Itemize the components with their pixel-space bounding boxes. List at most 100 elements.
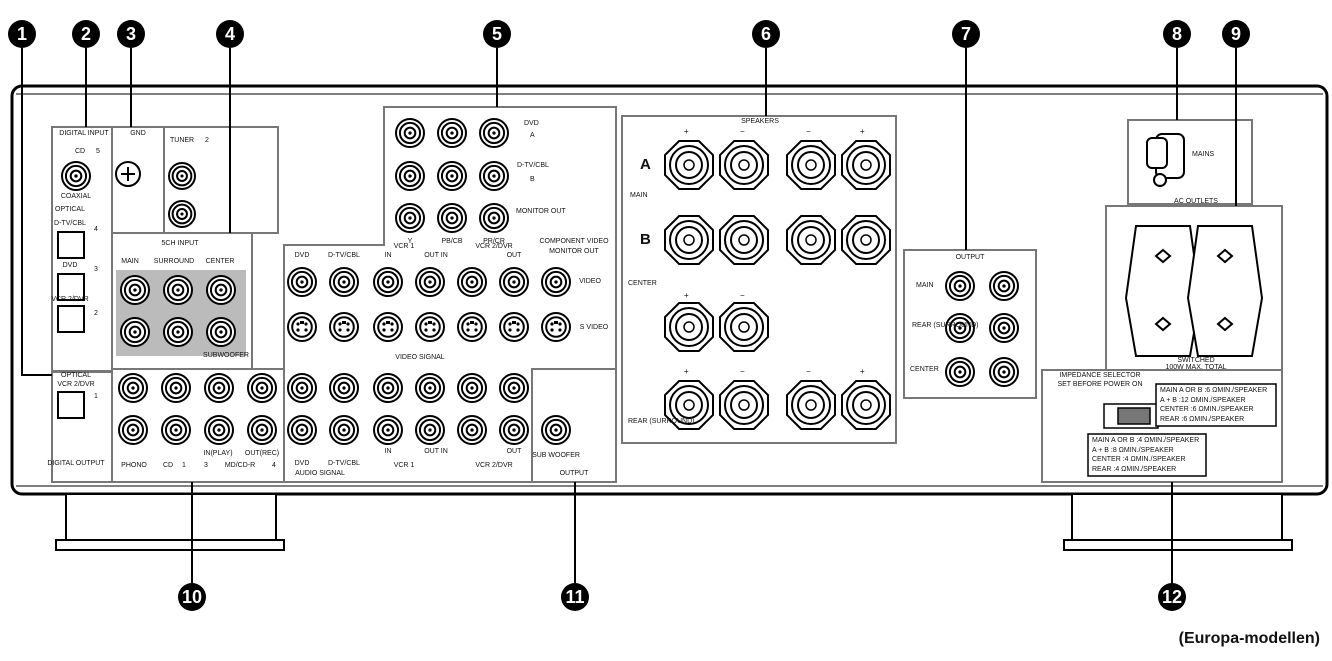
- preout-jack[interactable]: [945, 357, 975, 387]
- panel-label: OUT: [506, 252, 522, 259]
- audio-input-jack[interactable]: [247, 373, 277, 403]
- input-5ch-jack[interactable]: [120, 275, 150, 305]
- audio-input-jack[interactable]: [161, 373, 191, 403]
- s-video-jack[interactable]: [287, 312, 317, 342]
- speaker-terminal[interactable]: [719, 380, 769, 430]
- speaker-terminal[interactable]: [719, 302, 769, 352]
- coaxial-jack[interactable]: [61, 161, 91, 191]
- component-video-title: COMPONENT VIDEO: [539, 238, 609, 245]
- input-5ch-jack[interactable]: [120, 317, 150, 347]
- panel-label: 4: [94, 226, 98, 233]
- audio-signal-jack[interactable]: [499, 373, 529, 403]
- component-video-jack[interactable]: [395, 203, 425, 233]
- audio-signal-jack[interactable]: [457, 373, 487, 403]
- component-video-jack[interactable]: [479, 161, 509, 191]
- impedance-title: IMPEDANCE SELECTOR: [1059, 372, 1141, 379]
- speaker-terminal[interactable]: [786, 140, 836, 190]
- fm-antenna-jack[interactable]: [168, 162, 196, 190]
- panel-label: IN: [384, 252, 392, 259]
- panel-label: CENTER :6 ΩMIN./SPEAKER: [1160, 406, 1254, 413]
- s-video-jack[interactable]: [329, 312, 359, 342]
- panel-label: −: [740, 127, 745, 136]
- digital-output-title: DIGITAL OUTPUT: [47, 460, 105, 467]
- input-5ch-jack[interactable]: [163, 317, 193, 347]
- digital-input-title: DIGITAL INPUT: [59, 130, 109, 137]
- composite-video-jack[interactable]: [415, 267, 445, 297]
- speaker-terminal[interactable]: [786, 215, 836, 265]
- s-video-jack[interactable]: [499, 312, 529, 342]
- composite-video-jack[interactable]: [457, 267, 487, 297]
- audio-signal-jack[interactable]: [373, 415, 403, 445]
- audio-input-jack[interactable]: [204, 415, 234, 445]
- composite-video-jack[interactable]: [541, 267, 571, 297]
- preout-jack[interactable]: [989, 313, 1019, 343]
- audio-signal-jack[interactable]: [329, 415, 359, 445]
- panel-label: VCR 2/DVR: [475, 243, 513, 250]
- speaker-terminal[interactable]: [719, 215, 769, 265]
- subwoofer-output-jack[interactable]: [541, 415, 571, 445]
- am-antenna-jack[interactable]: [168, 200, 196, 228]
- component-video-jack[interactable]: [479, 118, 509, 148]
- panel-label: DVD: [62, 262, 78, 269]
- component-video-jack[interactable]: [395, 161, 425, 191]
- component-video-jack[interactable]: [437, 161, 467, 191]
- composite-video-jack[interactable]: [499, 267, 529, 297]
- panel-label: MD/CD-R: [224, 462, 256, 469]
- speaker-terminal[interactable]: [664, 215, 714, 265]
- s-video-jack[interactable]: [415, 312, 445, 342]
- speaker-terminal[interactable]: [664, 140, 714, 190]
- panel-label: PR/CR: [483, 238, 505, 245]
- panel-label: 5: [96, 148, 100, 155]
- panel-label: A + B :12 ΩMIN./SPEAKER: [1160, 396, 1246, 404]
- component-video-jack[interactable]: [479, 203, 509, 233]
- component-video-jack[interactable]: [395, 118, 425, 148]
- preout-jack[interactable]: [945, 271, 975, 301]
- speaker-terminal[interactable]: [786, 380, 836, 430]
- speaker-terminal[interactable]: [664, 380, 714, 430]
- preout-jack[interactable]: [945, 313, 975, 343]
- audio-input-jack[interactable]: [118, 373, 148, 403]
- audio-input-jack[interactable]: [118, 415, 148, 445]
- panel-label: 1: [182, 462, 186, 469]
- audio-signal-jack[interactable]: [415, 415, 445, 445]
- callout-number: 10: [181, 586, 203, 607]
- audio-signal-jack[interactable]: [373, 373, 403, 403]
- speaker-terminal[interactable]: [664, 302, 714, 352]
- audio-signal-jack[interactable]: [287, 373, 317, 403]
- s-video-jack[interactable]: [457, 312, 487, 342]
- component-video-jack[interactable]: [437, 203, 467, 233]
- callout-number: 1: [16, 23, 27, 44]
- component-video-jack[interactable]: [437, 118, 467, 148]
- audio-signal-jack[interactable]: [499, 415, 529, 445]
- audio-input-jack[interactable]: [204, 373, 234, 403]
- audio-signal-jack[interactable]: [415, 373, 445, 403]
- speaker-terminal[interactable]: [841, 215, 891, 265]
- input-5ch-jack[interactable]: [206, 317, 236, 347]
- audio-signal-jack[interactable]: [329, 373, 359, 403]
- s-video-jack[interactable]: [541, 312, 571, 342]
- preout-jack[interactable]: [989, 271, 1019, 301]
- panel-label: DVD: [294, 460, 310, 467]
- audio-signal-jack[interactable]: [457, 415, 487, 445]
- audio-input-jack[interactable]: [247, 415, 277, 445]
- speaker-terminal[interactable]: [841, 140, 891, 190]
- panel-label: SET BEFORE POWER ON: [1057, 381, 1143, 388]
- panel-label: VCR 2/DVR: [51, 296, 89, 303]
- callout-1: 1: [8, 20, 36, 48]
- composite-video-jack[interactable]: [373, 267, 403, 297]
- panel-label: MAIN A OR B :6 ΩMIN./SPEAKER: [1160, 387, 1268, 394]
- speaker-terminal[interactable]: [719, 140, 769, 190]
- audio-signal-jack[interactable]: [287, 415, 317, 445]
- callout-2: 2: [72, 20, 100, 48]
- mains-label: MAINS: [1192, 151, 1215, 158]
- preout-jack[interactable]: [989, 357, 1019, 387]
- s-video-jack[interactable]: [373, 312, 403, 342]
- composite-video-jack[interactable]: [287, 267, 317, 297]
- ac-outlets-title: AC OUTLETS: [1174, 198, 1218, 205]
- speaker-terminal[interactable]: [841, 380, 891, 430]
- input-5ch-jack[interactable]: [206, 275, 236, 305]
- callout-10: 10: [178, 583, 206, 611]
- audio-input-jack[interactable]: [161, 415, 191, 445]
- composite-video-jack[interactable]: [329, 267, 359, 297]
- input-5ch-jack[interactable]: [163, 275, 193, 305]
